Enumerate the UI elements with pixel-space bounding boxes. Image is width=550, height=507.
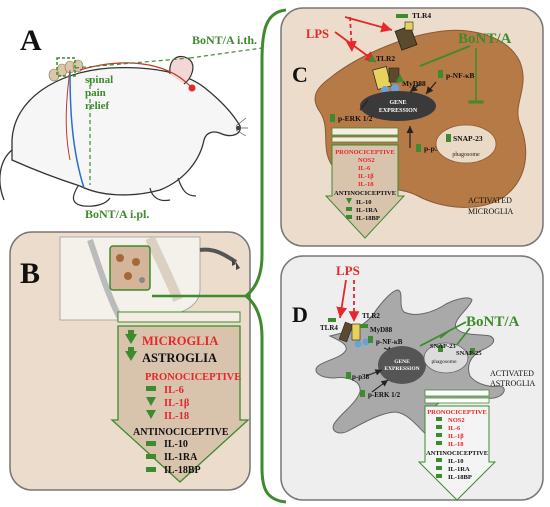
b-astroglia-row: ASTROGLIA: [125, 347, 217, 365]
c-snap23-label: SNAP-23: [453, 134, 483, 143]
panel-d: D LPS BoNT/A TLR2 TLR4 MyD88 p-NF-κB GEN…: [280, 255, 544, 501]
c-p38-label: p-p38: [424, 144, 443, 153]
d-phagosome-label: phagosome: [431, 359, 457, 365]
b-microglia-row: MICROGLIA: [125, 330, 218, 348]
d-tlr2-label: TLR2: [362, 312, 380, 320]
d-pronoci-list: NOS2 IL-6 IL-1β IL-18: [436, 417, 465, 448]
b-pronoci-item: IL-6: [164, 385, 184, 396]
c-pronoci-list: NOS2 IL-6 IL-1β IL-18: [358, 157, 375, 188]
panel-b: B MICROGLIA ASTROGLIA PRONOC: [9, 231, 251, 491]
b-pronoci-item: IL-1β: [164, 398, 190, 409]
d-gene-line-2: EXPRESSION: [384, 366, 419, 372]
d-perk-label: p-ERK 1/2: [368, 391, 401, 399]
c-pronoci-item: IL-18: [358, 181, 374, 188]
c-cell-line-1: ACTIVATED: [468, 196, 512, 205]
d-snap25-label: SNAP-25: [456, 350, 482, 357]
c-pronoci-item: IL-6: [358, 165, 371, 172]
c-pronoci-title: PRONOCICEPTIVE: [335, 149, 395, 156]
c-gene-line-2: EXPRESSION: [379, 108, 418, 114]
b-pronoci-title: PRONOCICEPTIVE: [145, 372, 241, 383]
d-pronoci-item: IL-1β: [448, 433, 464, 440]
c-nucleus: [360, 91, 436, 121]
d-bont-label: BoNT/A: [466, 314, 520, 330]
c-lps-label: LPS: [306, 27, 329, 41]
panel-c-letter: C: [292, 62, 308, 87]
c-cell-line-2: MICROGLIA: [468, 207, 514, 216]
d-cell-line-2: ASTROGLIA: [490, 379, 536, 388]
c-bont-label: BoNT/A: [458, 31, 512, 47]
b-antinoci-list: IL-10 IL-1RA IL-18BP: [146, 439, 201, 476]
d-myd88-label: MyD88: [370, 326, 393, 334]
b-antinoci-title: ANTINOCICEPTIVE: [133, 427, 229, 438]
c-tlr4-receptor: [394, 25, 418, 51]
green-brace: [243, 8, 287, 504]
d-antinoci-item: IL-10: [448, 458, 464, 465]
panel-a-letter: A: [20, 24, 42, 57]
d-gene-line-1: GENE: [394, 359, 410, 365]
d-pnfkb-label: p-NF-κB: [376, 338, 403, 346]
panel-b-letter: B: [20, 257, 40, 290]
c-tlr2-label: TLR2: [376, 54, 395, 63]
c-pronoci-item: IL-1β: [358, 173, 374, 180]
spinal-zoom-box: [109, 245, 151, 291]
c-myd88-label: MyD88: [402, 79, 426, 88]
d-p38-label: p-p38: [352, 373, 370, 381]
bont-ith-label: BoNT/A i.th.: [192, 33, 257, 47]
d-antinoci-title: ANTINOCICEPTIVE: [426, 450, 488, 457]
c-pnfkb-label: p-NF-κB: [446, 71, 474, 80]
d-phagosome: [423, 342, 469, 374]
rat-eye: [188, 84, 196, 92]
relief-line-1: spinal: [85, 74, 113, 86]
d-pronoci-title: PRONOCICEPTIVE: [427, 409, 487, 416]
b-astroglia-label: ASTROGLIA: [142, 351, 217, 365]
c-pronoci-item: NOS2: [358, 157, 375, 164]
c-phagosome-label: phagosome: [452, 152, 480, 158]
bont-ipl-label: BoNT/A i.pl.: [85, 207, 149, 221]
spinal-highlight-box: [56, 57, 76, 77]
c-antinoci-item: IL-10: [356, 199, 372, 206]
c-lps-arrow-2: [344, 16, 393, 33]
relief-line-2: pain: [85, 87, 106, 99]
b-antinoci-item: IL-1RA: [164, 452, 198, 463]
d-antinoci-item: IL-1RA: [448, 466, 470, 473]
rat-illustration: [0, 55, 248, 207]
d-pronoci-item: NOS2: [448, 417, 465, 424]
c-tlr4-label: TLR4: [412, 11, 431, 20]
relief-line-3: relief: [85, 100, 110, 112]
d-snap23-label: SNAP-23: [430, 343, 456, 350]
b-antinoci-item: IL-10: [164, 439, 188, 450]
c-cytokine-arrow: [324, 127, 406, 239]
b-antinoci-item: IL-18BP: [164, 465, 201, 476]
panel-a: A: [0, 24, 263, 221]
b-microglia-label: MICROGLIA: [142, 334, 218, 348]
c-gene-line-1: GENE: [389, 100, 406, 106]
c-antinoci-title: ANTINOCICEPTIVE: [334, 190, 396, 197]
c-antinoci-item: IL-18BP: [356, 215, 380, 222]
d-lps-label: LPS: [336, 263, 360, 278]
d-antinoci-list: IL-10 IL-1RA IL-18BP: [436, 458, 472, 481]
d-receptor: [338, 321, 354, 343]
d-tlr4-label: TLR4: [320, 324, 338, 332]
c-antinoci-list: IL-10 IL-1RA IL-18BP: [346, 198, 380, 222]
c-perk-label: p-ERK 1/2: [338, 114, 373, 123]
b-pronoci-item: IL-18: [164, 411, 189, 422]
c-antinoci-item: IL-1RA: [356, 207, 378, 214]
d-antinoci-item: IL-18BP: [448, 474, 472, 481]
panel-d-letter: D: [292, 302, 308, 327]
d-pronoci-item: IL-6: [448, 425, 461, 432]
b-pronoci-list: IL-6 IL-1β IL-18: [146, 385, 190, 422]
d-lps-arrow-1: [336, 279, 348, 319]
d-pronoci-item: IL-18: [448, 441, 464, 448]
panel-c: C LPS BoNT/A TLR4 TLR2 MyD88 p-NF-κB GEN…: [280, 7, 544, 247]
d-nucleus: [378, 346, 426, 384]
c-lps-arrow-3: [345, 16, 357, 53]
d-cell-line-1: ACTIVATED: [490, 369, 534, 378]
